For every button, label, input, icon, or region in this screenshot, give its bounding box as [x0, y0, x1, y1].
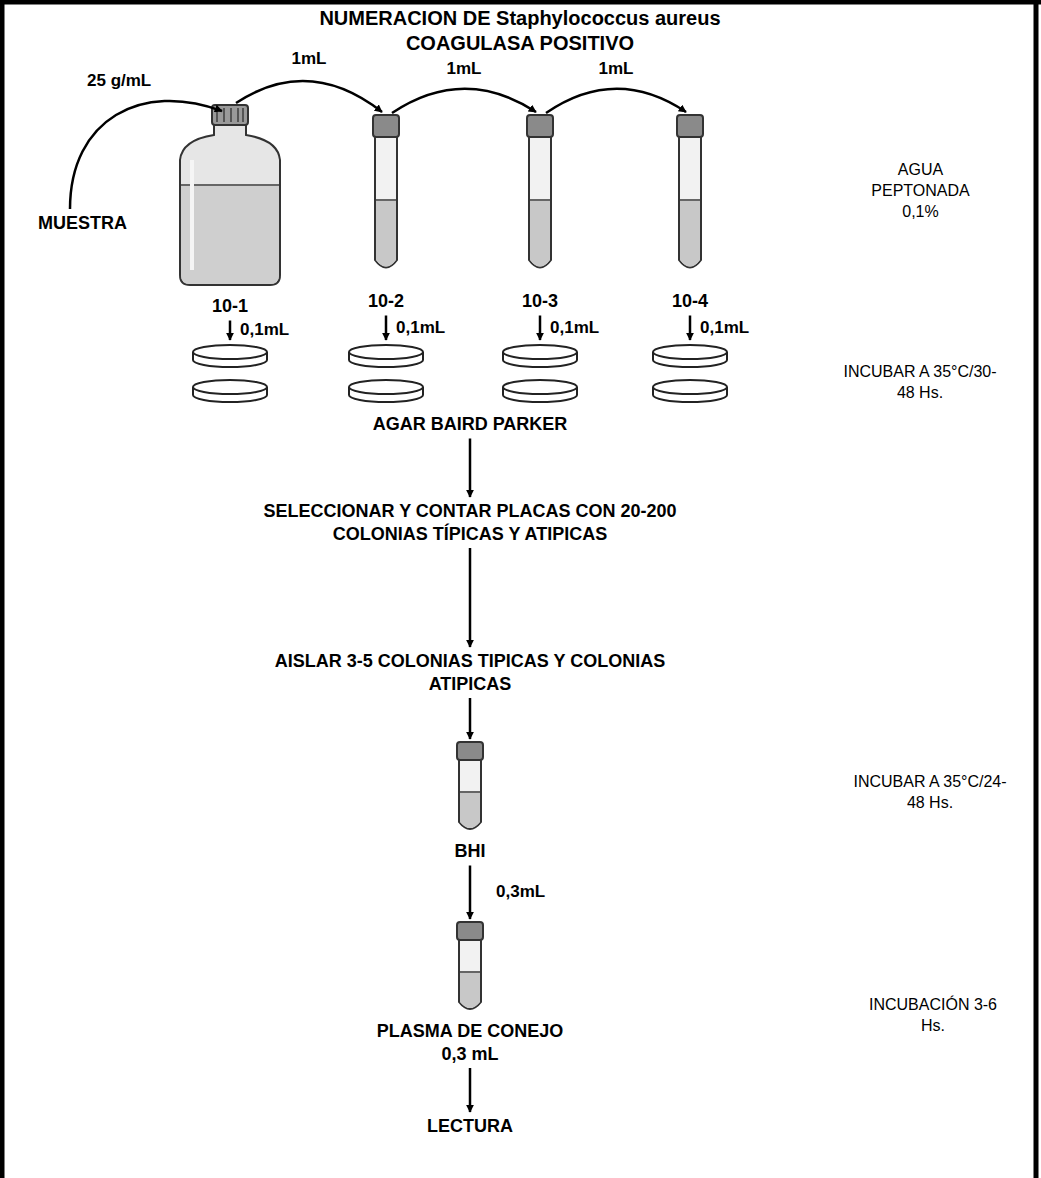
- flow-arrow: [539, 316, 542, 341]
- sample-label: MUESTRA: [15, 212, 150, 235]
- diagram-title: NUMERACION DE Staphylococcus aureus COAG…: [290, 6, 750, 56]
- edge-label: 0,1mL: [698, 318, 751, 338]
- node-text: 10-3: [505, 290, 575, 313]
- node-text: 10-1: [170, 295, 290, 318]
- edge-label: 1mL: [290, 49, 329, 69]
- agar-plates: AGAR BAIRD PARKER: [170, 343, 770, 436]
- edge-label: 0,1mL: [238, 320, 291, 340]
- node-text: 10-2: [351, 290, 421, 313]
- test-tube-drawing: [373, 115, 703, 1009]
- flow-arrow: [392, 89, 536, 113]
- node-text: AGAR BAIRD PARKER: [170, 413, 770, 436]
- flow-arrow: [229, 321, 232, 341]
- flow-arrow: [70, 101, 222, 209]
- petri-dish-drawing: [193, 345, 727, 402]
- edge-label: 1mL: [445, 59, 484, 79]
- flow-arrow: [469, 866, 472, 920]
- plasma-tube: PLASMA DE CONEJO 0,3 mL: [370, 922, 570, 1065]
- dilution-tube: 10-2: [351, 115, 421, 313]
- note-text: INCUBACIÓN 3-6 Hs.: [868, 995, 998, 1037]
- flow-arrow: [469, 439, 472, 498]
- process-step: SELECCIONAR Y CONTAR PLACAS CON 20-200 C…: [235, 500, 705, 545]
- flow-arrow: [469, 548, 472, 647]
- flow-arrow: [385, 316, 388, 341]
- flow-arrow: [469, 1068, 472, 1112]
- sample-bottle: 10-1: [170, 105, 290, 318]
- flow-arrow: [469, 698, 472, 739]
- node-text: LECTURA: [400, 1115, 540, 1138]
- node-text: AISLAR 3-5 COLONIAS TIPICAS Y COLONIAS A…: [235, 650, 705, 695]
- flow-arrow: [236, 81, 382, 112]
- node-text: BHI: [435, 840, 505, 863]
- process-step: AISLAR 3-5 COLONIAS TIPICAS Y COLONIAS A…: [235, 650, 705, 695]
- edge-label: 25 g/mL: [85, 71, 153, 91]
- culture-tube: BHI: [435, 742, 505, 863]
- dilution-tube: 10-4: [655, 115, 725, 313]
- node-text: 10-4: [655, 290, 725, 313]
- node-text: MUESTRA: [15, 212, 150, 235]
- note-text: INCUBAR A 35°C/30-48 Hs.: [840, 362, 1000, 404]
- note-text: INCUBAR A 35°C/24-48 Hs.: [850, 772, 1010, 814]
- node-text: PLASMA DE CONEJO 0,3 mL: [370, 1020, 570, 1065]
- edge-label: 0,1mL: [394, 318, 447, 338]
- dilution-tube: 10-3: [505, 115, 575, 313]
- flow-arrow: [689, 316, 692, 341]
- node-text: SELECCIONAR Y CONTAR PLACAS CON 20-200 C…: [235, 500, 705, 545]
- result-step: LECTURA: [400, 1115, 540, 1138]
- edge-label: 0,1mL: [548, 318, 601, 338]
- bottle-drawing: [180, 105, 280, 285]
- note-text: AGUA PEPTONADA 0,1%: [858, 160, 983, 222]
- edge-label: 1mL: [597, 59, 636, 79]
- edge-label: 0,3mL: [494, 882, 547, 902]
- flow-arrow: [546, 89, 686, 113]
